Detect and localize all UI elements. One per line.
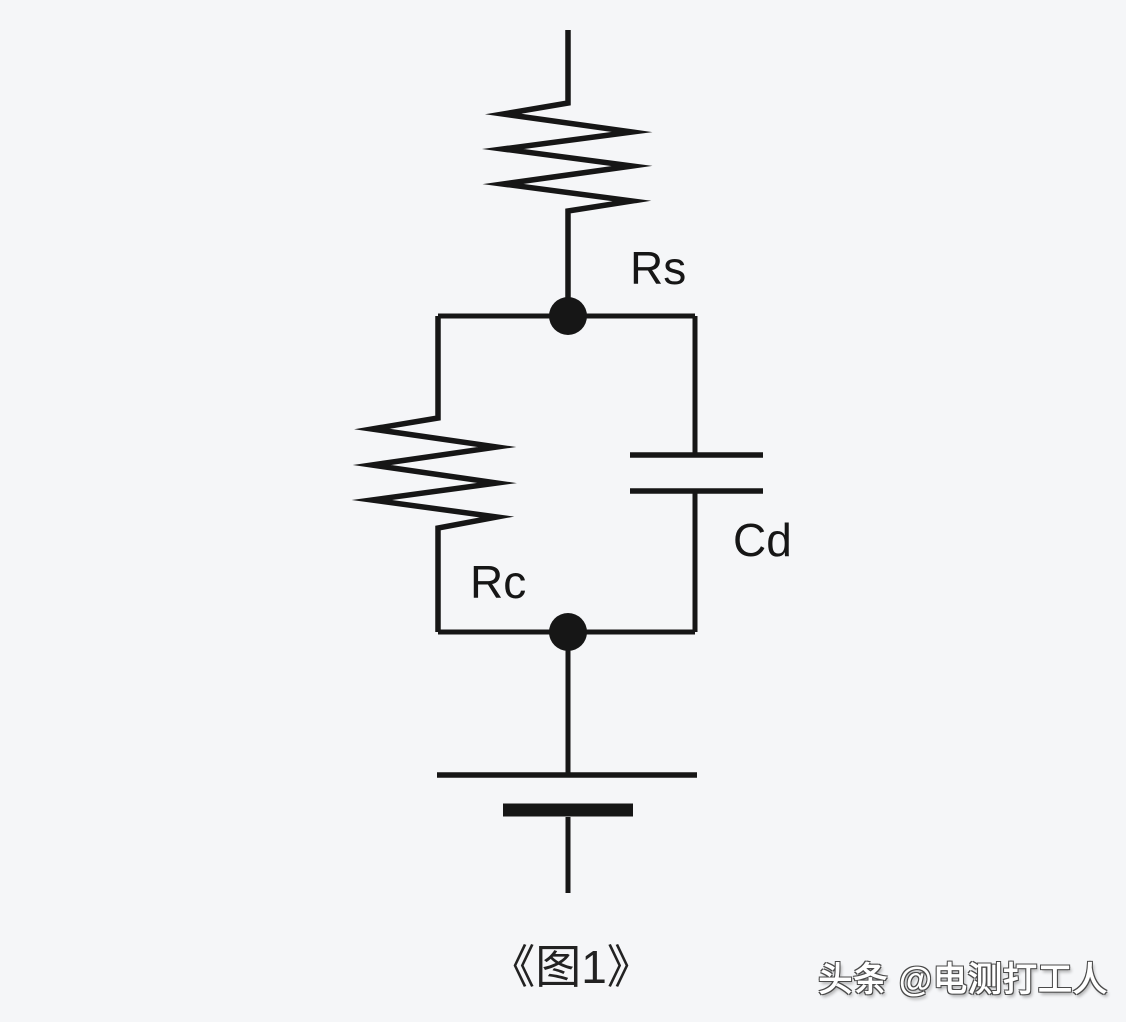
capacitor-cd-symbol bbox=[630, 316, 763, 632]
resistor-rc-symbol bbox=[351, 316, 517, 632]
label-parallel-resistor: Rc bbox=[470, 556, 526, 608]
label-series-resistor: Rs bbox=[630, 242, 686, 294]
battery-symbol bbox=[437, 772, 697, 893]
label-capacitor: Cd bbox=[733, 514, 792, 566]
resistor-rs-symbol bbox=[481, 30, 653, 315]
figure-caption: 《图1》 bbox=[489, 941, 653, 993]
watermark-text: 头条 @电测打工人 bbox=[818, 961, 1108, 999]
